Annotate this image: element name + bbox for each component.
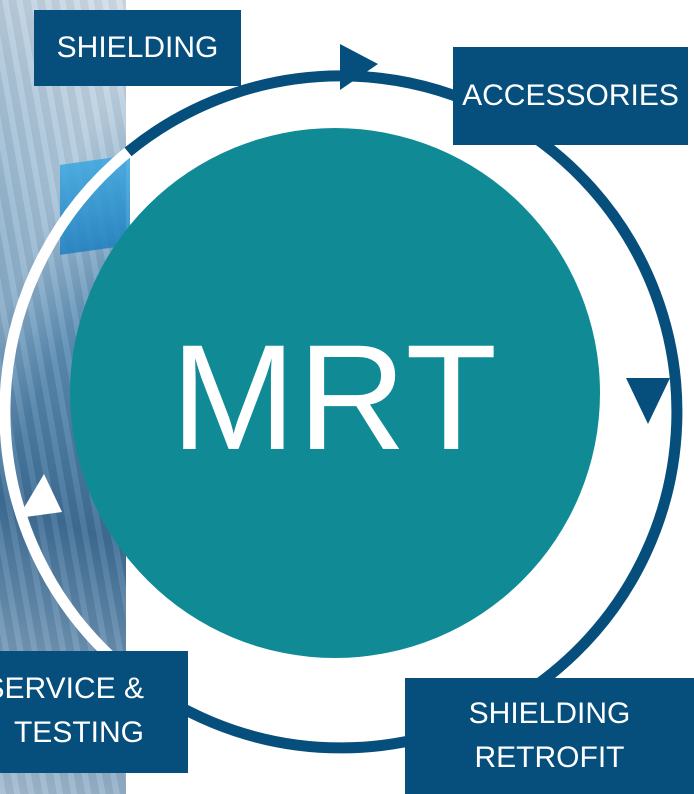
- stage-service-testing: SERVICE & TESTING: [0, 651, 188, 773]
- center-circle: MRT: [70, 128, 600, 658]
- stage-retrofit-line2: RETROFIT: [474, 741, 625, 774]
- stage-retrofit-line1: SHIELDING: [468, 697, 631, 730]
- arrow-left-icon: [18, 474, 62, 518]
- stage-accessories: ACCESSORIES: [453, 47, 688, 145]
- arrow-right-icon: [626, 378, 670, 424]
- ring-arc-left: [0, 147, 132, 660]
- stage-accessories-label: ACCESSORIES: [462, 79, 679, 112]
- center-label: MRT: [170, 312, 500, 481]
- stage-service-line1: SERVICE &: [0, 672, 144, 705]
- stage-shielding: SHIELDING: [34, 10, 241, 86]
- arrow-top-icon: [340, 44, 378, 90]
- stage-shielding-label: SHIELDING: [56, 31, 219, 64]
- stage-shielding-retrofit: SHIELDING RETROFIT: [405, 678, 694, 794]
- stage-service-line2: TESTING: [13, 716, 144, 749]
